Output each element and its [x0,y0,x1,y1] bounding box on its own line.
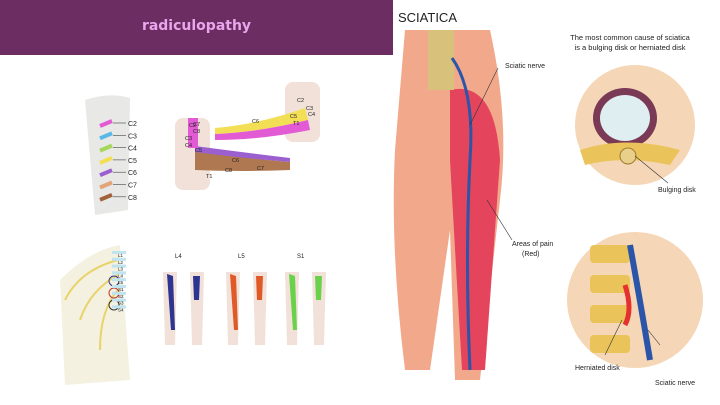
leg-title-L4: L4 [175,254,182,260]
bulging-disk-illustration [575,65,695,185]
nerve-root-C2 [99,119,113,128]
spine-label-C5: C5 [128,158,137,165]
front-arm-label-C2: C2 [189,123,196,129]
lumbar-label-L3: L3 [118,267,124,272]
back-arm-label-C5: C5 [290,114,297,120]
nerve-root-C8 [99,192,113,202]
vertebra [112,285,126,288]
sciatica-body [393,30,513,380]
herniated-disk-illustration [567,232,703,368]
leg-outline [190,272,204,345]
lumbar-label-S2: S2 [118,294,124,299]
front-arm-label-C7: C7 [257,166,264,172]
back-arm-label-T1: T1 [293,121,299,127]
front-arm-label-C5: C5 [195,148,202,154]
back-arm-label-C8: C8 [193,129,200,135]
spine-label-C8: C8 [128,195,137,202]
dermatome-L5 [230,274,238,330]
title-banner: radiculopathy [0,0,393,55]
spine-label-C2: C2 [128,121,137,128]
lumbar-label-L2: L2 [118,260,124,265]
vertebra [112,305,126,309]
front-arm-label-C4: C4 [185,143,192,149]
arm-dermatome-diagram [175,82,320,190]
nerve-root-C7 [99,180,113,190]
vertebra [112,278,126,282]
lumbar-label-L4: L4 [118,273,124,278]
dermatome-L4 [167,274,175,330]
back-arm-label-C6: C6 [252,119,259,125]
vertebra [112,264,126,268]
front-arm-label-C3: C3 [185,136,192,142]
dermatome-L5-back [256,276,263,300]
areas-of-pain-label: Areas of pain [512,241,553,248]
banner-title: radiculopathy [141,18,252,34]
dermatome-L4-back [193,276,200,300]
nerve-root-C6 [99,168,113,178]
leg-outline [253,272,267,345]
spine-label-C6: C6 [128,170,137,177]
lumbar-label-L5: L5 [118,280,124,285]
front-arm-label-C6: C6 [232,158,239,164]
dermatome-S1-back [315,276,322,300]
spine-label-C4: C4 [128,146,137,153]
vertebra [112,291,126,295]
nerve-root-C3 [99,131,113,141]
sciatica-title: SCIATICA [398,10,457,25]
sciatic-nerve-label-2: Sciatic nerve [655,380,695,387]
lumbar-label-S3: S3 [118,301,124,306]
nerve-root-C4 [99,143,113,153]
herniated-disk-label: Herniated disk [575,365,620,372]
leg-title-S1: S1 [297,254,305,260]
caption-line-2: is a bulging disk or herniated disk [575,43,686,52]
back-arm-label-C2: C2 [297,98,304,104]
vertebra [112,251,126,254]
areas-of-pain-red-label: (Red) [522,251,540,258]
vertebra [112,271,126,275]
front-arm-label-T1: T1 [206,174,212,180]
leg-title-L5: L5 [238,254,245,260]
caption-line-1: The most common cause of sciatica [570,33,690,42]
lumbar-label-L1: L1 [118,253,124,258]
back-arm-label-C3: C3 [306,106,313,112]
lumbar-label-S1: S1 [118,287,124,292]
back-arm-label-C4: C4 [308,112,315,118]
dermatome-S1 [289,274,297,330]
sciatic-nerve-label: Sciatic nerve [505,63,545,70]
leg-outline [312,272,326,345]
front-arm-label-C8: C8 [225,168,232,174]
vertebra [112,257,126,261]
spine-label-C7: C7 [128,183,137,190]
back-arm-label-C7: C7 [193,122,200,128]
nerve-root-C5 [99,156,113,165]
bulging-disk-label: Bulging disk [658,187,696,194]
vertebra [112,298,126,302]
lumbar-label-S4: S4 [118,307,124,312]
leg-dermatome-diagram: L4 L5 S1 [163,254,326,345]
spine-label-C3: C3 [128,133,137,140]
